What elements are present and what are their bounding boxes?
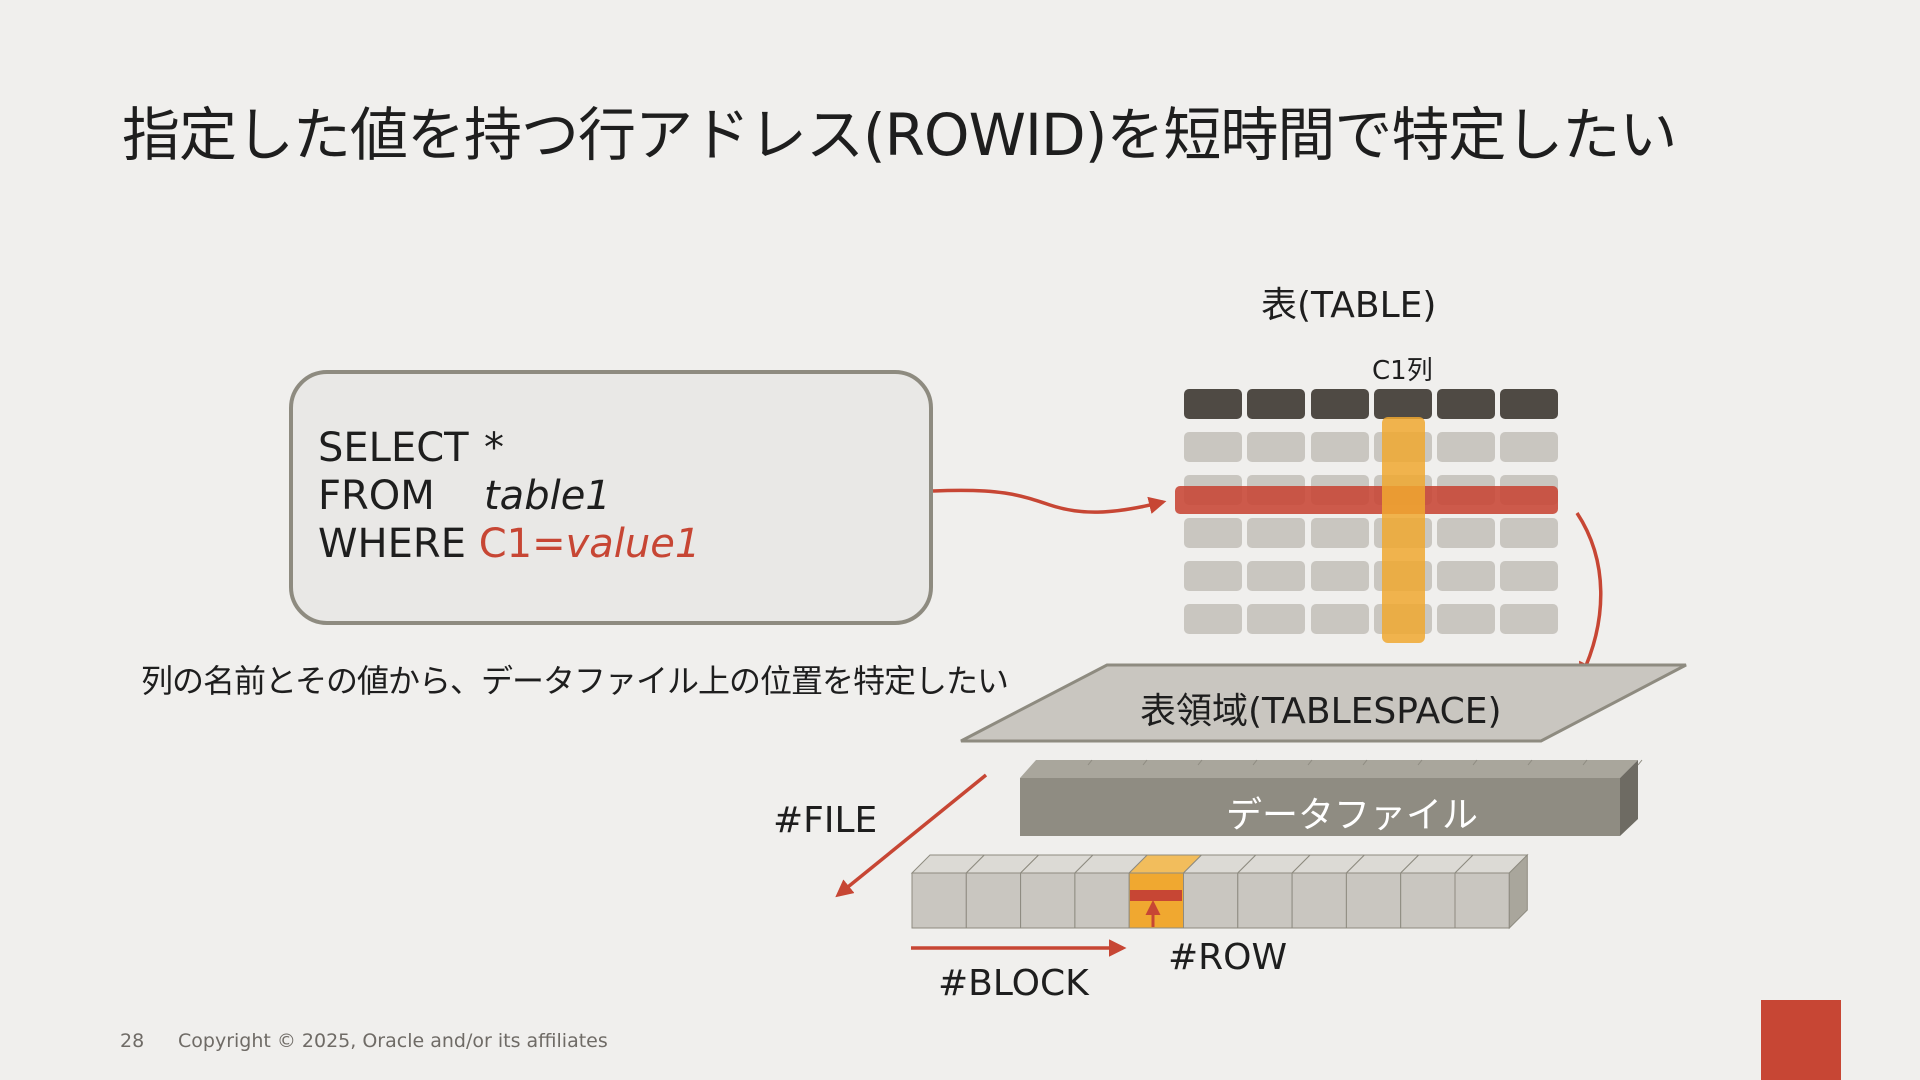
query-to-table-arrow	[932, 488, 1167, 514]
row-marker	[1130, 890, 1182, 901]
datafile-tick	[1582, 759, 1588, 766]
table-header-cell	[1247, 389, 1305, 419]
table-label: 表(TABLE)	[1261, 285, 1437, 326]
oracle-logo	[1761, 1000, 1841, 1080]
table-cell	[1437, 604, 1495, 634]
table-cell	[1437, 518, 1495, 548]
matched-row-highlight	[1175, 486, 1558, 514]
data-block	[965, 872, 1022, 929]
table-cell	[1247, 432, 1305, 462]
sql-from-value: table1	[484, 473, 611, 519]
table-to-tablespace-arrow	[1575, 512, 1603, 681]
description-text: 列の名前とその値から、データファイル上の位置を特定したい	[141, 662, 1009, 700]
table-header-cell	[1374, 389, 1432, 419]
datafile-front-face	[1020, 778, 1620, 836]
table-header-cell	[1500, 389, 1558, 419]
file-label: #FILE	[773, 800, 878, 841]
sql-where-column: C1=	[478, 521, 566, 567]
sql-from-line: FROM table1	[318, 472, 700, 520]
table-cell	[1437, 432, 1495, 462]
sql-where-keyword: WHERE	[318, 521, 466, 567]
table-header-cell	[1437, 389, 1495, 419]
table-cell	[1247, 561, 1305, 591]
sql-select-line: SELECT *	[318, 424, 700, 472]
data-block	[1074, 872, 1130, 929]
table-cell	[1437, 561, 1495, 591]
table-cell	[1247, 518, 1305, 548]
datafile-tick	[1252, 759, 1258, 766]
tablespace-shape	[960, 663, 1687, 743]
datafile-tick	[1197, 759, 1203, 766]
block-label: #BLOCK	[938, 963, 1089, 1004]
tablespace-label: 表領域(TABLESPACE)	[1140, 691, 1502, 732]
sql-select-value: *	[484, 425, 504, 471]
sql-select-keyword: SELECT	[318, 425, 469, 471]
datafile-tick	[1637, 759, 1643, 766]
page-number: 28	[120, 1030, 145, 1052]
table-cell	[1311, 432, 1369, 462]
datafile-top-ticks	[1087, 759, 1643, 766]
data-block	[1183, 872, 1239, 929]
row-label: #ROW	[1168, 937, 1288, 978]
table-cell	[1184, 604, 1242, 634]
sql-query-box	[289, 370, 933, 625]
file-arrow	[835, 773, 988, 898]
table-cell	[1184, 561, 1242, 591]
table-cell	[1184, 432, 1242, 462]
sql-from-keyword: FROM	[318, 473, 435, 519]
data-block	[1400, 872, 1456, 929]
table-cell	[1311, 604, 1369, 634]
block-strip	[910, 853, 1529, 930]
sql-where-value: value1	[565, 521, 701, 567]
datafile-tick	[1417, 759, 1423, 766]
table-header-cell	[1184, 389, 1242, 419]
datafile-tick	[1527, 759, 1533, 766]
datafile-tick	[1307, 759, 1313, 766]
data-block	[1291, 872, 1347, 929]
table-cell	[1311, 561, 1369, 591]
data-block	[1454, 872, 1510, 929]
table-cell	[1500, 518, 1558, 548]
slide-title: 指定した値を持つ行アドレス(ROWID)を短時間で特定したい	[122, 101, 1677, 169]
table-grid	[1184, 389, 1558, 634]
block-strip-side	[1508, 853, 1528, 930]
sql-query: SELECT * FROM table1 WHERE C1=value1	[318, 424, 700, 568]
table-cell	[1311, 518, 1369, 548]
table-cell	[1184, 518, 1242, 548]
datafile-tick	[1142, 759, 1148, 766]
datafile-tick	[1087, 759, 1093, 766]
c1-column-highlight	[1382, 417, 1425, 643]
data-block	[911, 872, 967, 929]
sql-where-line: WHERE C1=value1	[318, 520, 700, 568]
datafile-tick	[1472, 759, 1478, 766]
datafile-label: データファイル	[1226, 795, 1479, 836]
table-cell	[1500, 432, 1558, 462]
copyright-text: Copyright © 2025, Oracle and/or its affi…	[178, 1030, 608, 1052]
datafile-tick	[1362, 759, 1368, 766]
table-header-cell	[1311, 389, 1369, 419]
table-cell	[1500, 604, 1558, 634]
data-block	[1345, 872, 1402, 929]
data-block	[1020, 872, 1076, 929]
data-block	[1237, 872, 1293, 929]
table-cell	[1500, 561, 1558, 591]
datafile-side-face	[1620, 760, 1638, 836]
table-cell	[1247, 604, 1305, 634]
c1-column-label: C1列	[1372, 356, 1433, 386]
datafile-top-face	[1020, 760, 1638, 778]
